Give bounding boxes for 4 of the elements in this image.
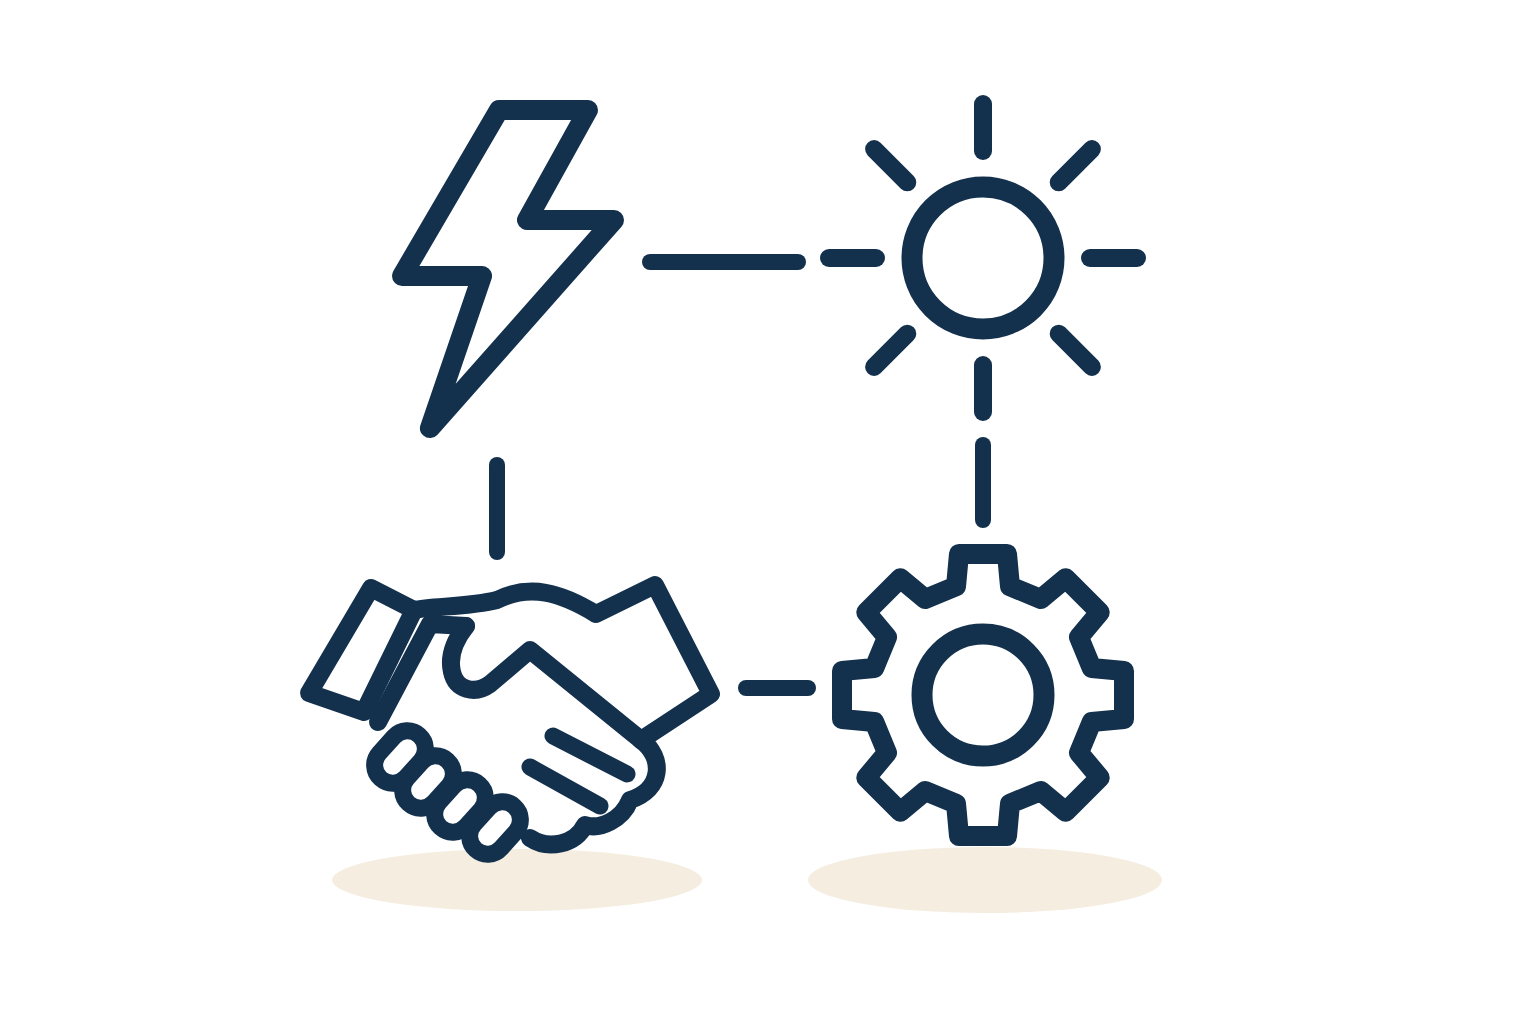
connector-line — [975, 437, 991, 528]
connector-line — [489, 457, 505, 560]
connector-line — [642, 254, 806, 270]
connector-line — [738, 680, 816, 696]
